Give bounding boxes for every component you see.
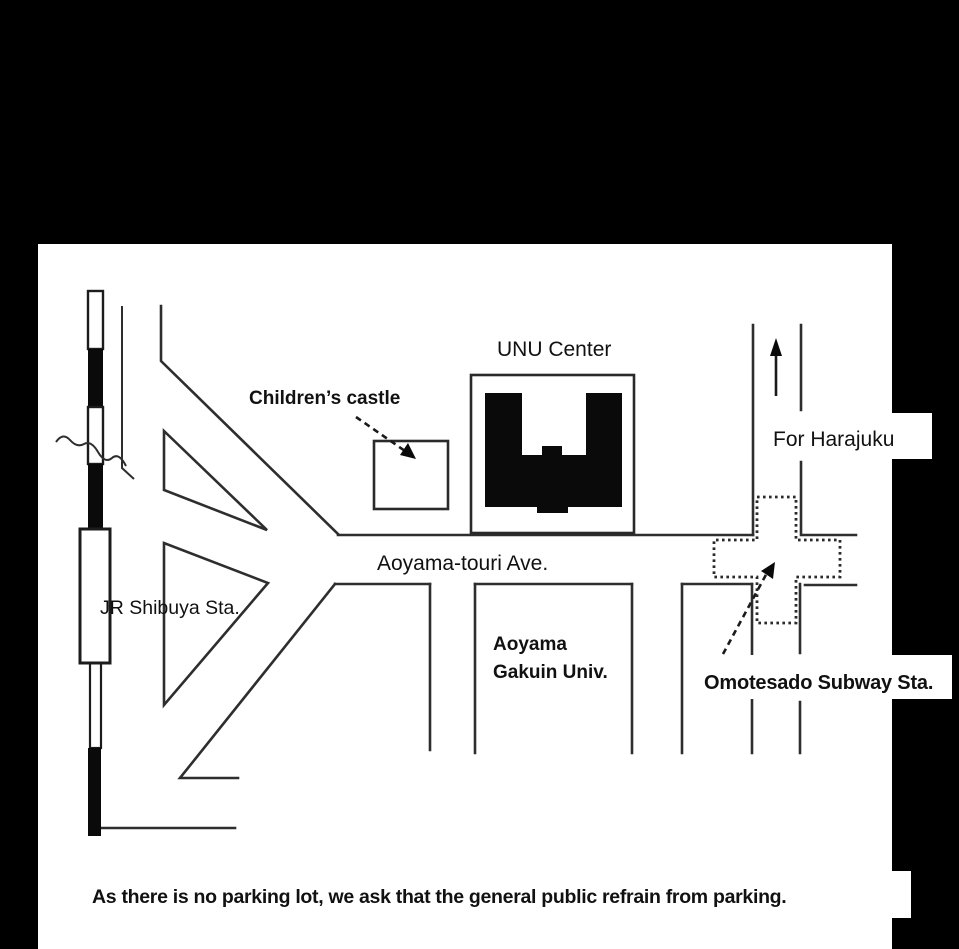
footer-note: As there is no parking lot, we ask that …	[92, 886, 786, 908]
rail-segment-black-1	[88, 349, 103, 407]
unu-center-building	[485, 393, 622, 513]
wedge-block-lower	[162, 541, 271, 709]
aoyama-univ-label-line1: Aoyama	[493, 634, 567, 655]
childrens-castle-arrowhead-icon	[400, 443, 416, 459]
unu-center-block	[469, 373, 636, 535]
jr-shibuya-label: JR Shibuya Sta.	[100, 597, 240, 619]
aoyama-avenue-label: Aoyama-touri Ave.	[377, 552, 548, 575]
subway-cross-outline	[712, 495, 842, 625]
subway-arrowhead-icon	[761, 562, 775, 579]
wedge-block-upper	[162, 427, 268, 532]
rail-segment-black-3	[88, 748, 101, 836]
road-network	[99, 304, 858, 830]
rail-parallel-line	[121, 306, 135, 480]
rail-segment-black-2	[88, 464, 103, 529]
north-direction-arrow	[770, 338, 782, 396]
childrens-castle-block	[355, 415, 450, 511]
subway-station-marker	[712, 495, 842, 655]
subway-station-label: Omotesado Subway Sta.	[704, 672, 933, 694]
subway-arrow	[721, 570, 770, 655]
aoyama-univ-label-line2: Gakuin Univ.	[493, 662, 608, 683]
subway-label-box	[697, 655, 952, 699]
childrens-castle-label: Children’s castle	[249, 388, 400, 409]
footer-note-box	[60, 871, 911, 918]
rail-segment-white-1	[86, 289, 105, 351]
map-sheet	[38, 244, 892, 949]
for-harajuku-label-box	[765, 413, 932, 459]
road-sw-diagonal	[177, 582, 337, 780]
jr-railway-line	[55, 289, 127, 836]
rail-segment-white-3	[88, 661, 103, 750]
shibuya-station-building	[78, 527, 112, 665]
road-upper-diagonal	[159, 304, 340, 536]
unu-center-label: UNU Center	[497, 338, 611, 361]
rail-break-squiggle	[55, 435, 127, 467]
for-harajuku-label: For Harajuku	[773, 428, 894, 451]
north-arrowhead-icon	[770, 338, 782, 356]
